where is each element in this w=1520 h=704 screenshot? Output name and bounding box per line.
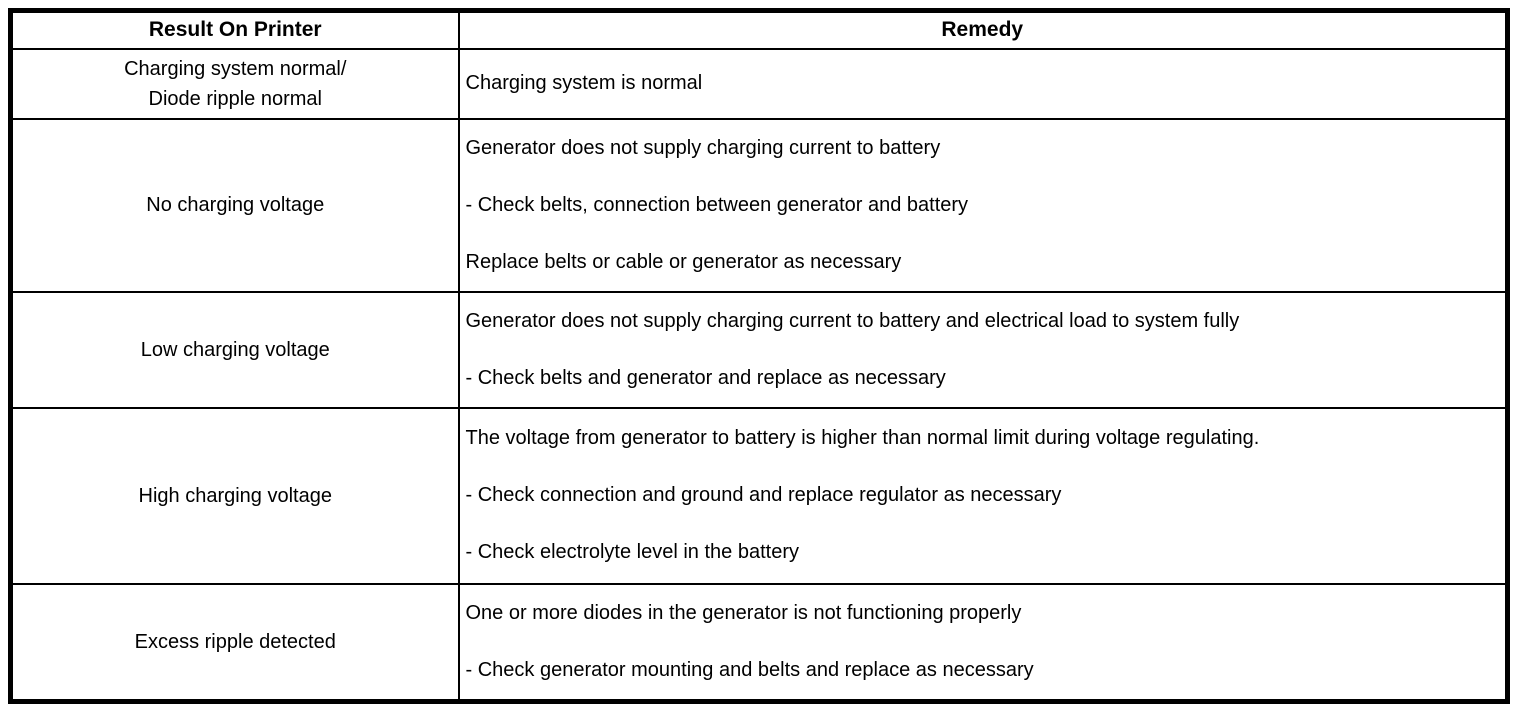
result-text: High charging voltage (138, 484, 332, 507)
remedy-text: One or more diodes in the generator is n… (465, 601, 1022, 624)
result-cell: Charging system normal/ Diode ripple nor… (9, 47, 460, 120)
remedy-text: Charging system is normal (465, 72, 703, 94)
remedy-cell: Charging system is normal (457, 47, 1509, 120)
result-cell: Low charging voltage (9, 290, 460, 409)
remedy-text: - Check belts, connection between genera… (465, 193, 969, 216)
table-row: Low charging voltage Generator does not … (9, 290, 1509, 409)
table-row: No charging voltage Generator does not s… (9, 117, 1509, 293)
result-cell: High charging voltage (9, 406, 460, 585)
result-text: Charging system normal/ (124, 57, 347, 80)
document-page: Result On Printer Remedy Charging system… (8, 8, 1510, 704)
remedy-cell: The voltage from generator to battery is… (457, 406, 1509, 585)
remedy-cell: Generator does not supply charging curre… (457, 117, 1509, 293)
table-row: High charging voltage The voltage from g… (9, 406, 1509, 585)
result-text: Low charging voltage (140, 338, 330, 361)
troubleshooting-table: Result On Printer Remedy Charging system… (8, 8, 1510, 704)
result-text: Excess ripple detected (134, 630, 336, 653)
result-cell: No charging voltage (9, 117, 460, 293)
remedy-text: - Check connection and ground and replac… (465, 484, 1062, 506)
remedy-text: Generator does not supply charging curre… (465, 309, 1240, 332)
remedy-text: Replace belts or cable or generator as n… (465, 250, 902, 273)
remedy-text: - Check belts and generator and replace … (465, 366, 946, 389)
remedy-text: - Check generator mounting and belts and… (465, 658, 1034, 681)
table-row: Excess ripple detected One or more diode… (9, 582, 1509, 702)
remedy-text: Generator does not supply charging curre… (465, 136, 941, 159)
table-header-row: Result On Printer Remedy (9, 9, 1509, 50)
result-cell: Excess ripple detected (9, 582, 460, 702)
remedy-cell: One or more diodes in the generator is n… (457, 582, 1509, 702)
column-header-remedy: Remedy (457, 9, 1509, 50)
result-text: No charging voltage (146, 194, 325, 216)
remedy-text: The voltage from generator to battery is… (465, 427, 1260, 449)
remedy-cell: Generator does not supply charging curre… (457, 290, 1509, 409)
table-row: Charging system normal/ Diode ripple nor… (9, 47, 1509, 120)
remedy-text: - Check electrolyte level in the battery (465, 541, 800, 563)
column-header-result-on-printer: Result On Printer (9, 9, 460, 50)
result-text: Diode ripple normal (148, 87, 322, 110)
